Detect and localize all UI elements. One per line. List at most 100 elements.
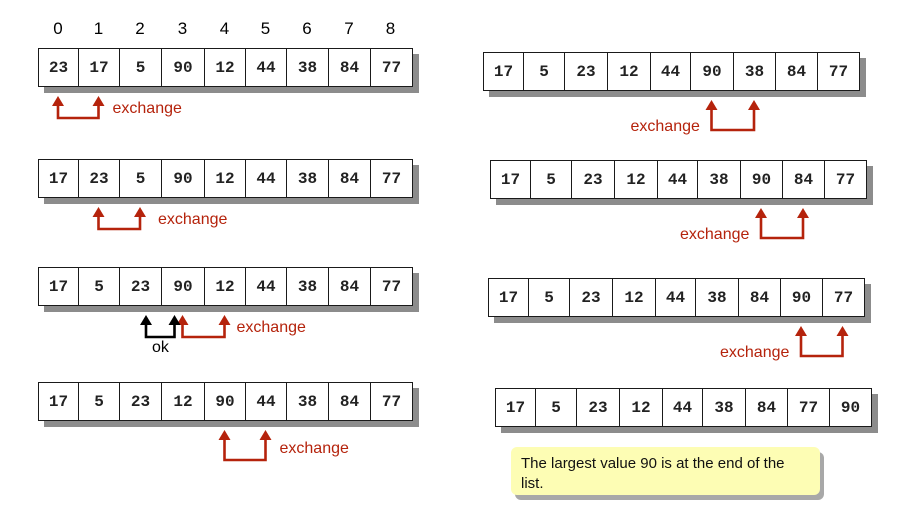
exchange-label: exchange bbox=[279, 440, 349, 457]
array-cell: 38 bbox=[287, 160, 329, 197]
array-cell: 17 bbox=[489, 279, 529, 316]
array-cell: 90 bbox=[162, 160, 205, 197]
array-cell: 17 bbox=[484, 53, 524, 90]
array-cell: 84 bbox=[783, 161, 825, 198]
exchange-arrow bbox=[52, 96, 105, 120]
exchange-label: exchange bbox=[630, 118, 700, 135]
array-cell: 5 bbox=[120, 49, 162, 86]
array-cell: 12 bbox=[615, 161, 658, 198]
array-cell: 44 bbox=[246, 268, 287, 305]
array-cell: 38 bbox=[703, 389, 746, 426]
index-label: 6 bbox=[302, 19, 312, 38]
array-cell: 77 bbox=[381, 392, 402, 411]
exchange-label: exchange bbox=[112, 100, 182, 117]
array-cell: 44 bbox=[663, 389, 703, 426]
exchange-arrow bbox=[176, 315, 231, 339]
array-cell: 77 bbox=[833, 288, 854, 307]
array-cell: 84 bbox=[329, 268, 371, 305]
exchange-arrow bbox=[795, 326, 849, 358]
index-label: 8 bbox=[385, 19, 396, 38]
array-cell: 17 bbox=[39, 383, 79, 420]
array-cell: 5 bbox=[524, 53, 565, 90]
array-cell: 77 bbox=[788, 389, 830, 426]
array-cell: 38 bbox=[698, 161, 741, 198]
exchange-arrow bbox=[92, 207, 146, 231]
array-cell: 17 bbox=[79, 49, 120, 86]
array-cell: 44 bbox=[246, 383, 287, 420]
index-label: 7 bbox=[344, 19, 354, 38]
array-cell: 44 bbox=[246, 49, 287, 86]
exchange-label: exchange bbox=[680, 226, 750, 243]
array-cell: 38 bbox=[734, 53, 776, 90]
exchange-arrow bbox=[705, 100, 760, 132]
array-cell: 38 bbox=[287, 268, 329, 305]
array-cell: 23 bbox=[79, 160, 120, 197]
index-label: 5 bbox=[260, 19, 271, 38]
index-label: 3 bbox=[177, 19, 188, 38]
array-cell: 5 bbox=[79, 268, 120, 305]
exchange-arrow bbox=[755, 208, 809, 240]
array-cell: 23 bbox=[572, 161, 615, 198]
exchange-label: exchange bbox=[158, 211, 228, 228]
exchange-label: exchange bbox=[720, 344, 790, 361]
array-cell: 44 bbox=[651, 53, 691, 90]
array-cell: 5 bbox=[531, 161, 572, 198]
array-cell: 5 bbox=[536, 389, 577, 426]
array-cell: 12 bbox=[608, 53, 651, 90]
array-cell: 90 bbox=[781, 279, 823, 316]
array-cell: 17 bbox=[39, 160, 79, 197]
array-cell: 23 bbox=[120, 383, 162, 420]
array-cell: 84 bbox=[776, 53, 818, 90]
array-cell: 44 bbox=[246, 160, 287, 197]
array-cell: 12 bbox=[205, 160, 246, 197]
array-cell: 90 bbox=[162, 268, 205, 305]
array-cell: 12 bbox=[613, 279, 656, 316]
array-cell: 84 bbox=[739, 279, 781, 316]
index-label: 1 bbox=[93, 19, 104, 38]
array-cell: 5 bbox=[79, 383, 120, 420]
array-cell: 90 bbox=[205, 383, 246, 420]
array-cell: 23 bbox=[565, 53, 608, 90]
array-cell: 77 bbox=[828, 62, 849, 81]
ok-arrow bbox=[140, 315, 181, 339]
array-cell: 23 bbox=[577, 389, 620, 426]
array-cell: 23 bbox=[39, 49, 79, 86]
array-cell: 77 bbox=[835, 170, 856, 189]
array-cell: 5 bbox=[120, 160, 162, 197]
array-cell: 38 bbox=[287, 383, 329, 420]
array-cell: 90 bbox=[840, 398, 861, 417]
index-label: 2 bbox=[135, 19, 145, 38]
array-cell: 84 bbox=[329, 49, 371, 86]
array-cell: 38 bbox=[287, 49, 329, 86]
array-cell: 12 bbox=[205, 49, 246, 86]
array-cell: 84 bbox=[329, 383, 371, 420]
array-cell: 77 bbox=[381, 58, 402, 77]
array-cell: 17 bbox=[39, 268, 79, 305]
array-cell: 23 bbox=[570, 279, 613, 316]
array-cell: 23 bbox=[120, 268, 162, 305]
array-cell: 5 bbox=[529, 279, 570, 316]
array-cell: 17 bbox=[496, 389, 536, 426]
array-cell: 12 bbox=[205, 268, 246, 305]
array-cell: 84 bbox=[746, 389, 788, 426]
array-cell: 77 bbox=[381, 277, 402, 296]
index-label: 4 bbox=[219, 19, 230, 38]
array-cell: 12 bbox=[162, 383, 205, 420]
array-cell: 90 bbox=[741, 161, 783, 198]
array-cell: 90 bbox=[162, 49, 205, 86]
array-cell: 12 bbox=[620, 389, 663, 426]
array-cell: 38 bbox=[696, 279, 739, 316]
exchange-label: exchange bbox=[236, 319, 306, 336]
index-label: 0 bbox=[53, 19, 63, 38]
result-note: The largest value 90 is at the end of th… bbox=[511, 447, 820, 495]
exchange-arrow bbox=[218, 430, 272, 462]
